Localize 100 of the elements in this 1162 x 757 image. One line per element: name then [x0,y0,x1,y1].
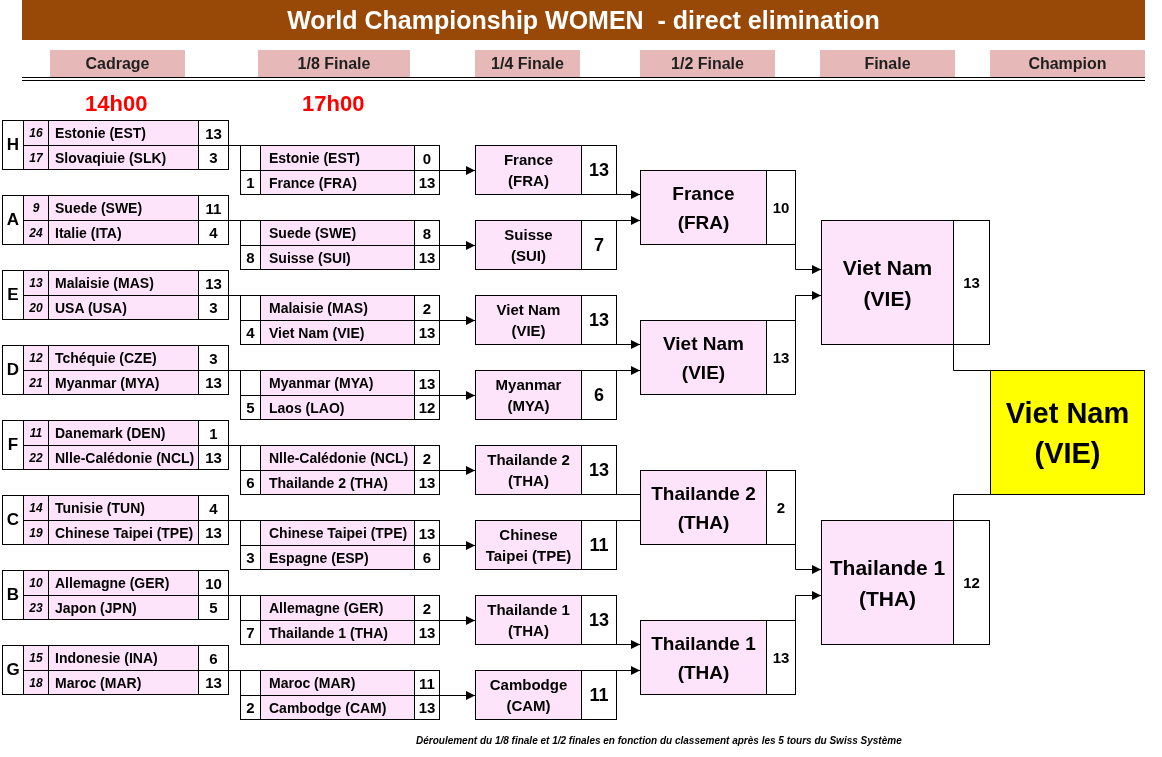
arrow [439,541,476,550]
team-name: Maroc (MAR) [260,671,414,695]
connector-line [228,595,242,596]
group-letter: C [5,509,21,531]
seed-number: 10 [24,571,48,595]
seed-number: 2 [245,698,256,718]
team-name: Malaisie (MAS) [48,271,198,295]
team-row [241,320,439,344]
arrow [616,216,641,225]
seed-number: 9 [24,196,48,220]
score: 12 [953,521,989,644]
seed-number: 24 [24,221,48,244]
team-name: Chinese Taipei (TPE) [260,521,414,545]
team-name: Thailande 1 (THA) [641,621,766,694]
team-name: Nlle-Calédonie (NCL) [48,446,198,469]
arrow [439,241,476,250]
team-name: Allemagne (GER) [260,596,414,620]
connector-line [616,520,641,521]
start-time: 14h00 [85,91,148,117]
bracket-slot [475,670,617,720]
seed-number: 4 [245,323,256,343]
connector-line [228,370,242,371]
seed-number: 12 [24,346,48,370]
seed-number: 23 [24,596,48,619]
group-letter: H [5,134,21,156]
team-name: Suede (SWE) [48,196,198,220]
seed-number: 1 [245,173,256,193]
team-name: Myanmar (MYA) [48,371,198,394]
score: 13 [414,471,439,494]
team-name: Thailande 1 (THA) [822,521,953,644]
seed-number: 8 [245,248,256,268]
score: 13 [766,621,795,694]
seed-number: 11 [24,421,48,445]
group-letter: D [5,359,21,381]
seed-number: 14 [24,496,48,520]
team-name: Suede (SWE) [260,221,414,245]
team-row [241,245,439,269]
team-name: Italie (ITA) [48,221,198,244]
score: 13 [414,696,439,719]
match-table [2,495,229,545]
team-row [23,445,228,469]
score: 11 [581,671,616,719]
score: 7 [581,221,616,269]
score: 13 [414,171,439,194]
arrow [616,366,641,375]
team-name: Viet Nam (VIE) [260,321,414,344]
seed-number: 17 [24,146,48,169]
seed-number: 21 [24,371,48,394]
round-header: Finale [820,50,955,77]
round-header: 1/4 Finale [475,50,580,77]
connector-line [228,445,242,446]
score: 12 [414,396,439,419]
score: 13 [414,321,439,344]
arrow [795,591,822,621]
seed-number: 15 [24,646,48,670]
score: 13 [581,446,616,494]
match-table [2,570,229,620]
champion-panel: Viet Nam (VIE) [990,370,1145,495]
bracket-slot [475,220,617,270]
score: 13 [414,621,439,644]
team-row [241,470,439,494]
score: 6 [414,546,439,569]
bracket-slot [640,170,796,245]
arrow [439,691,476,700]
match-table [240,595,440,645]
team-name: Cambodge (CAM) [476,671,581,719]
bracket-slot [475,595,617,645]
start-time: 17h00 [302,91,365,117]
arrow [439,166,476,175]
bracket-slot [640,320,796,395]
team-name: France (FRA) [641,171,766,244]
arrow [439,316,476,325]
score: 13 [198,446,228,469]
team-name: Thailande 1 (THA) [260,621,414,644]
seed-number: 16 [24,121,48,145]
match-table [240,445,440,495]
seed-number: 20 [24,296,48,319]
match-table [240,520,440,570]
round-header: 1/8 Finale [258,50,410,77]
team-name: Cambodge (CAM) [260,696,414,719]
team-name: Slovaqiuie (SLK) [48,146,198,169]
team-row [23,670,228,694]
group-letter: A [5,209,21,231]
score: 10 [766,171,795,244]
bracket-slot [821,220,990,345]
score: 3 [198,146,228,169]
connector-line [953,494,991,521]
arrow [616,640,641,649]
score: 6 [581,371,616,419]
group-letter: G [5,659,21,681]
team-name: Thailande 2 (THA) [641,471,766,544]
group-letter: E [6,284,20,306]
team-row [23,295,228,319]
team-row [23,220,228,244]
team-name: Malaisie (MAS) [260,296,414,320]
match-table [2,195,229,245]
score: 13 [953,221,989,344]
connector-line [616,494,641,495]
connector-line [228,145,242,146]
team-name: Viet Nam (VIE) [476,296,581,344]
